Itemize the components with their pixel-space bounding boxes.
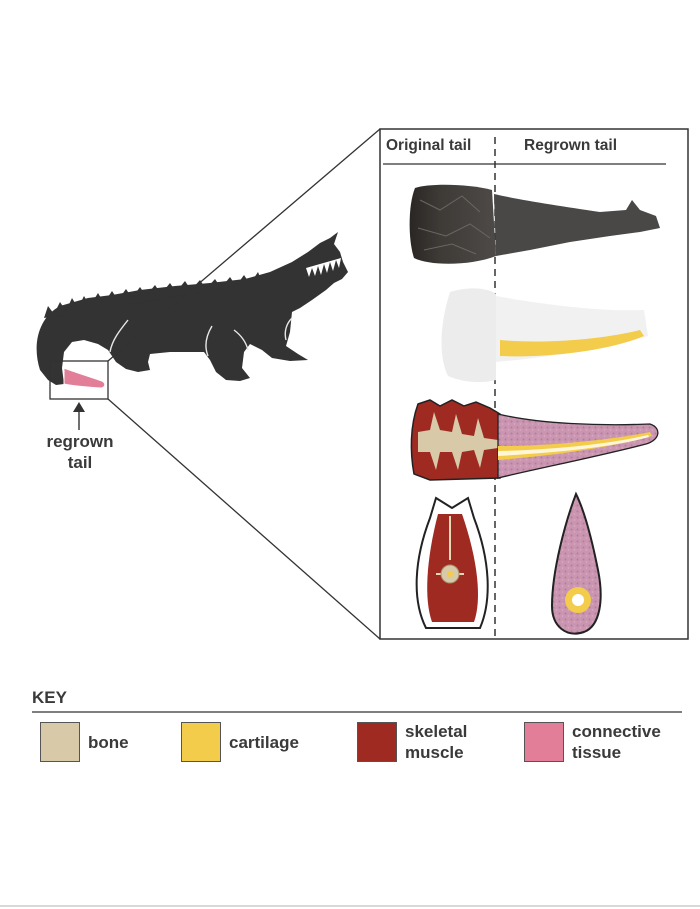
alligator-leg-lines — [109, 317, 293, 357]
cartilage-swatch — [181, 722, 221, 762]
cross-original-vertebra-core — [447, 571, 453, 577]
longitudinal-section — [410, 399, 659, 481]
detail-panel — [379, 128, 689, 640]
zoom-line-top — [107, 128, 381, 362]
bottom-divider — [0, 905, 700, 907]
key-label-skeletal-muscle: skeletal muscle — [405, 721, 467, 763]
regrown-tail-tip — [63, 367, 106, 389]
ct-texture — [417, 195, 491, 255]
key-label-bone: bone — [88, 733, 129, 752]
regrown-tail-callout-box — [49, 360, 109, 400]
key-label-connective-tissue: connective tissue — [572, 721, 661, 763]
bone-swatch — [40, 722, 80, 762]
alligator-teeth — [306, 258, 341, 277]
key-label-connective-tissue-line1: connective — [572, 722, 661, 741]
cleared-cartilage-rod — [500, 330, 644, 357]
section-regrown-cartilage-core — [498, 435, 649, 456]
cleared-stain-tail — [441, 288, 648, 383]
ct-scan-tail — [409, 184, 660, 264]
section-original-bone — [418, 412, 498, 470]
alligator-illustration — [36, 232, 349, 430]
ct-regrown-segment — [494, 194, 660, 256]
key-label-connective-tissue-line2: tissue — [572, 743, 622, 762]
alligator-body — [36, 232, 349, 385]
header-original-tail: Original tail — [386, 137, 472, 154]
regrown-tail-label-line2: tail — [67, 453, 93, 472]
alligator-scutes — [44, 272, 262, 318]
cross-sections — [415, 491, 602, 635]
regrown-tail-label: regrown tail — [30, 431, 130, 473]
regrown-tail-label-line1: regrown — [46, 432, 114, 451]
ct-original-segment — [409, 184, 496, 264]
skeletal-muscle-swatch — [357, 722, 397, 762]
connective-tissue-swatch — [524, 722, 564, 762]
callout-arrow-head — [73, 402, 85, 412]
key-label-cartilage: cartilage — [229, 733, 299, 752]
key-title: KEY — [32, 688, 67, 707]
key-label-skeletal-muscle-line2: muscle — [405, 743, 464, 762]
cross-regrown-cartilage-core — [572, 594, 584, 606]
key-label-skeletal-muscle-line1: skeletal — [405, 722, 468, 741]
zoom-line-bottom — [107, 398, 381, 640]
cleared-original-segment — [441, 288, 496, 383]
header-regrown-tail: Regrown tail — [524, 137, 618, 154]
